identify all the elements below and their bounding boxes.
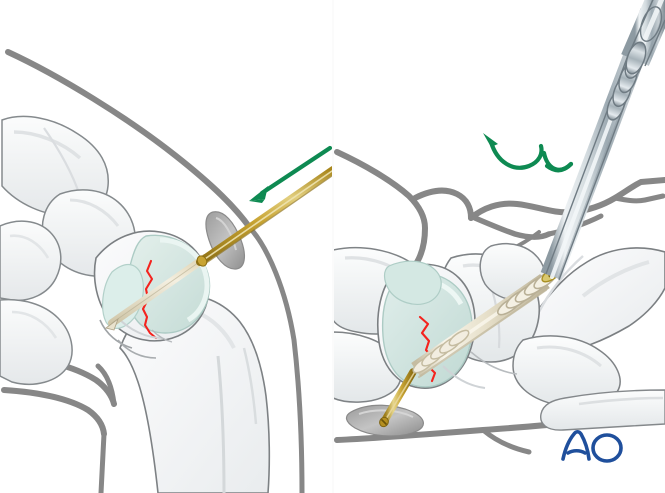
scaphoid-cartilage-highlight xyxy=(159,237,210,323)
fracture-line xyxy=(418,315,437,383)
metacarpal-base xyxy=(0,298,73,385)
scaphoid-proximal-cart xyxy=(383,260,442,305)
rotation-arrow-curve xyxy=(488,139,544,170)
ao-logo: AO xyxy=(560,428,626,466)
rotation-arrow xyxy=(541,150,574,173)
kwire-removal-illustration xyxy=(0,49,333,493)
trapezium xyxy=(0,220,62,302)
ao-logo-mark: AO xyxy=(560,428,623,463)
panel-divider xyxy=(332,0,334,493)
ao-logo-letter-a-bar xyxy=(566,448,587,455)
screwdriver xyxy=(540,0,665,281)
kwire-distal-tip xyxy=(379,368,417,428)
removal-arrow xyxy=(249,145,333,203)
ao-logo-letter-o xyxy=(591,433,623,463)
carpal-bones xyxy=(333,242,665,431)
ao-logo-text: AO xyxy=(560,428,562,429)
headless-compression-screw xyxy=(411,265,563,379)
ao-logo-letter-a xyxy=(561,429,591,461)
screw-insertion-illustration xyxy=(333,0,665,455)
kwire xyxy=(104,166,333,331)
panel-screw-insertion xyxy=(333,0,665,493)
panel-kwire-removal xyxy=(0,49,333,493)
